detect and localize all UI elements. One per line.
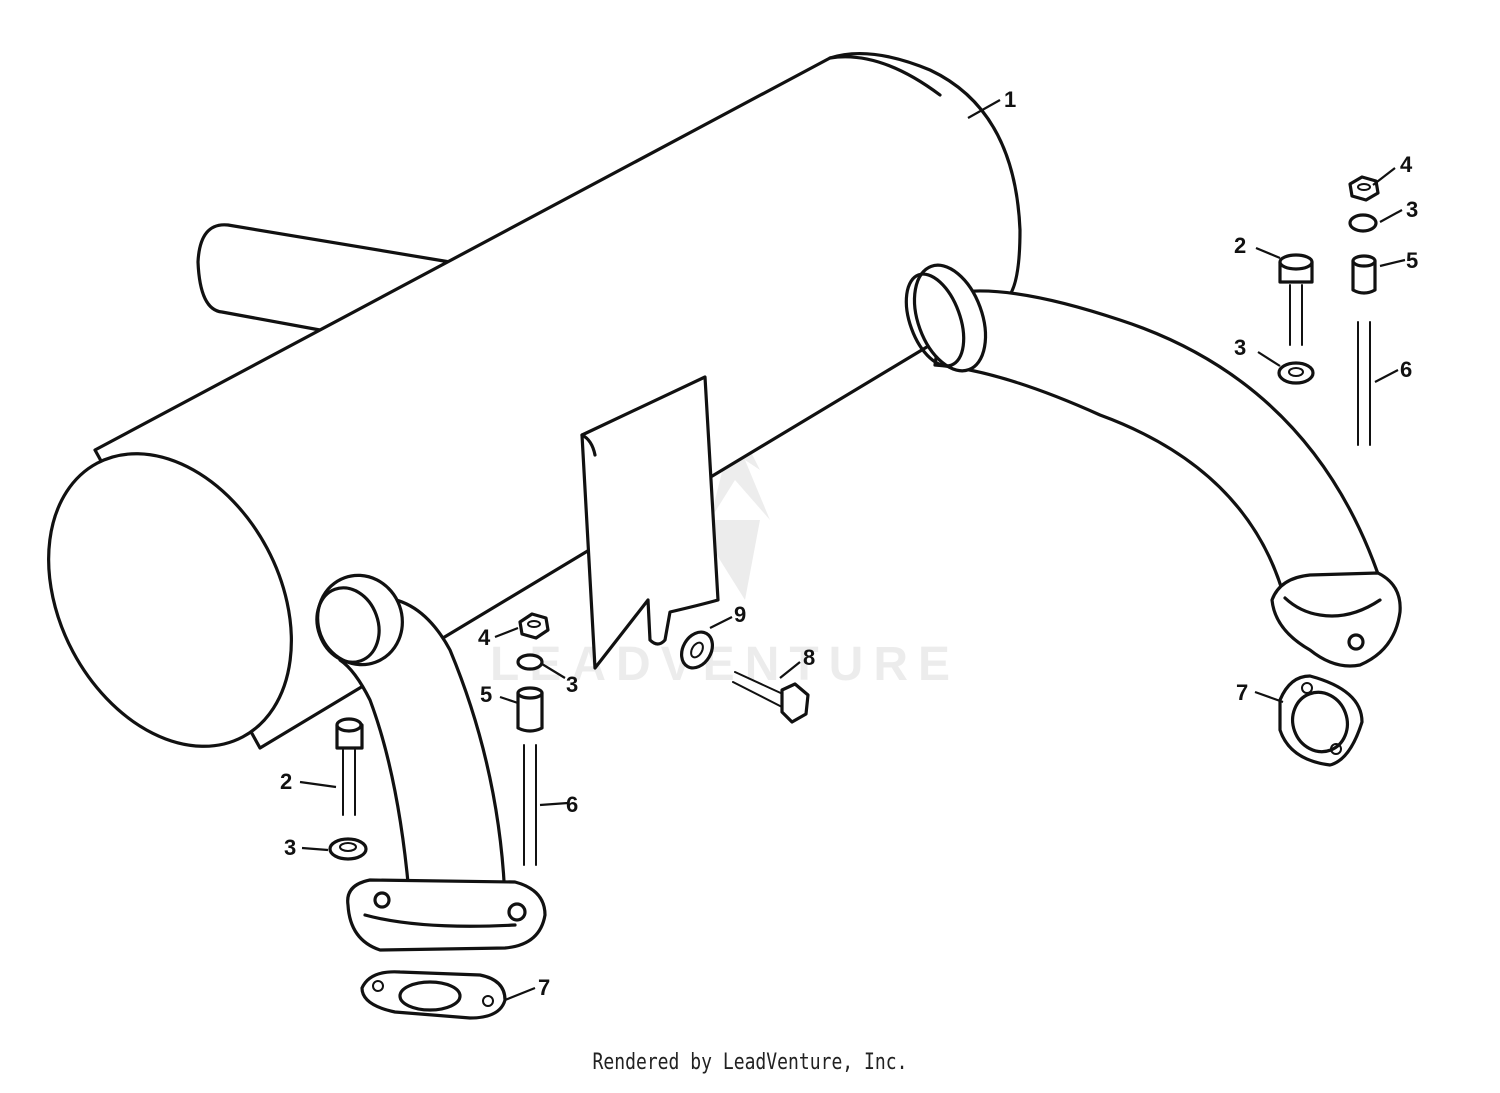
callout-2-left: 2	[280, 769, 292, 794]
washer-right-top	[1348, 213, 1378, 233]
tail-pipe	[196, 223, 452, 332]
stud-right	[1357, 321, 1371, 446]
bolt-left	[335, 717, 364, 816]
callout-6-right: 6	[1400, 357, 1412, 382]
muffler-body	[47, 51, 1022, 750]
callout-3-left: 3	[284, 835, 296, 860]
callout-7-right: 7	[1236, 680, 1248, 705]
washer-center	[516, 653, 544, 671]
callout-2-right: 2	[1234, 233, 1246, 258]
lock-washer-left	[328, 837, 368, 861]
heat-shield	[580, 375, 720, 670]
hex-bolt-center	[732, 671, 810, 724]
callout-8: 8	[803, 645, 815, 670]
stud-center	[523, 744, 537, 866]
callout-3-right-bottom: 3	[1234, 335, 1246, 360]
nut-right	[1348, 175, 1380, 202]
callout-5-right: 5	[1406, 248, 1418, 273]
callout-1: 1	[1004, 87, 1016, 112]
callout-3-right-top: 3	[1406, 197, 1418, 222]
callout-4-right: 4	[1400, 152, 1413, 177]
spacer-right	[1351, 254, 1377, 295]
spacer-center	[516, 686, 544, 733]
flat-washer-center	[679, 630, 715, 670]
footer-credit: Rendered by LeadVenture, Inc.	[592, 1050, 908, 1075]
nut-center	[518, 612, 550, 640]
callout-3-center: 3	[566, 672, 578, 697]
callout-4-center: 4	[478, 625, 491, 650]
right-exhaust-pipe	[904, 263, 1402, 668]
lock-washer-right	[1277, 361, 1315, 385]
callout-9: 9	[734, 602, 746, 627]
left-exhaust-pipe	[315, 573, 547, 952]
callout-7-left: 7	[538, 975, 550, 1000]
watermark-text: LEADVENTURE	[490, 638, 960, 691]
gasket-left	[360, 970, 507, 1020]
callout-labels: 1 2 2 3 3 3 3 4 4 5 5 6 6 7 7 8 9	[280, 87, 1418, 1000]
callout-6-center: 6	[566, 792, 578, 817]
callout-5-center: 5	[480, 682, 492, 707]
bolt-right	[1278, 253, 1314, 346]
leader-lines	[299, 99, 1406, 1002]
gasket-right	[1278, 674, 1364, 767]
